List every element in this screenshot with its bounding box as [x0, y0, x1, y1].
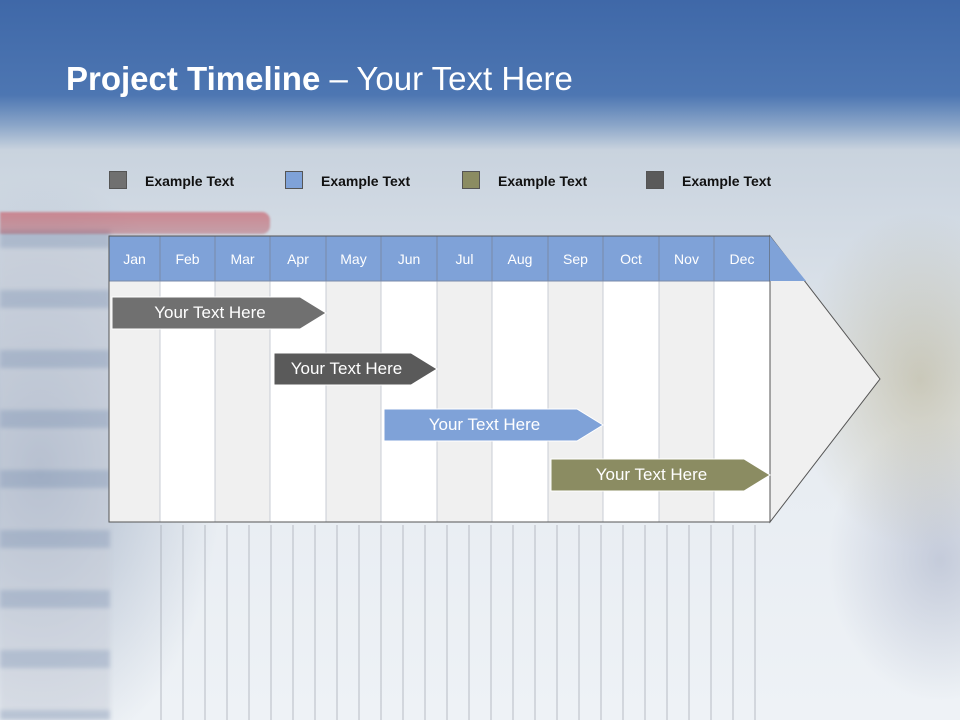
- month-label-jan: Jan: [123, 251, 146, 267]
- task-label-3: Your Text Here: [428, 415, 541, 434]
- legend-swatch-1: [109, 171, 127, 189]
- task-label-2: Your Text Here: [290, 359, 403, 378]
- month-label-sep: Sep: [563, 251, 588, 267]
- task-bar-4: [550, 458, 771, 492]
- arrow-head: [769, 234, 881, 524]
- month-label-feb: Feb: [175, 251, 200, 267]
- month-label-oct: Oct: [620, 251, 642, 267]
- legend-swatch-4: [646, 171, 664, 189]
- month-label-mar: Mar: [230, 251, 255, 267]
- month-label-jul: Jul: [455, 251, 474, 267]
- legend-label-4: Example Text: [682, 173, 772, 189]
- legend-label-3: Example Text: [498, 173, 588, 189]
- month-column-jun: [380, 280, 438, 523]
- month-header-cell-mar: [214, 235, 271, 282]
- month-label-may: May: [340, 251, 367, 267]
- task-bar-1: [111, 296, 327, 330]
- month-header-cell-jul: [436, 235, 493, 282]
- task-label-4: Your Text Here: [595, 465, 708, 484]
- month-column-may: [325, 280, 382, 523]
- month-header-cell-jun: [380, 235, 438, 282]
- month-header-cell-aug: [491, 235, 549, 282]
- legend-swatch-3: [462, 171, 480, 189]
- month-column-aug: [491, 280, 549, 523]
- month-header-cell-may: [325, 235, 382, 282]
- task-bar-3: [383, 408, 604, 442]
- legend-swatch-2: [285, 171, 303, 189]
- background-shelf: [0, 230, 110, 720]
- title-rest-part: – Your Text Here: [320, 60, 573, 97]
- legend-label-1: Example Text: [145, 173, 235, 189]
- background-cart-basket: [160, 525, 760, 720]
- task-bar-2: [273, 352, 438, 386]
- month-header-cell-sep: [547, 235, 604, 282]
- slide-title: Project Timeline – Your Text Here: [66, 60, 573, 98]
- month-label-jun: Jun: [397, 251, 421, 267]
- month-label-apr: Apr: [287, 251, 309, 267]
- month-header-cell-apr: [269, 235, 327, 282]
- month-label-nov: Nov: [674, 251, 699, 267]
- timeline-arrow: [769, 234, 881, 524]
- task-bars: [111, 296, 771, 492]
- month-header-cell-oct: [602, 235, 660, 282]
- title-bold-part: Project Timeline: [66, 60, 321, 97]
- legend-label-2: Example Text: [321, 173, 411, 189]
- month-column-jul: [436, 280, 493, 523]
- month-label-aug: Aug: [507, 251, 533, 267]
- month-label-dec: Dec: [729, 251, 755, 267]
- month-header-cell-nov: [658, 235, 715, 282]
- month-header-cell-jan: [108, 235, 161, 282]
- arrow-header-tip: [770, 236, 806, 281]
- task-label-1: Your Text Here: [154, 303, 266, 322]
- background-cart-handle: [0, 212, 270, 234]
